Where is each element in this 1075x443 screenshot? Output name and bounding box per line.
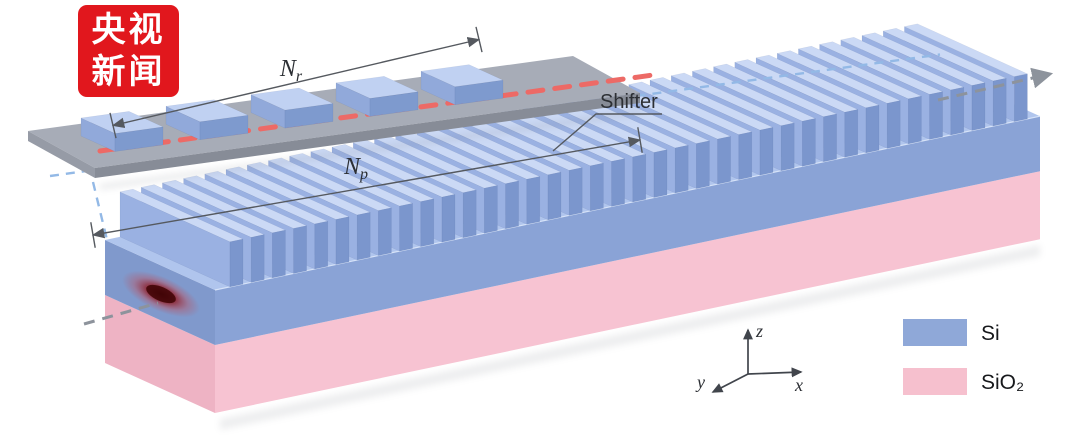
grating-tooth-front (250, 234, 265, 283)
grating-tooth-front (886, 100, 901, 149)
nr-tick-left (109, 112, 117, 139)
coordinate-axes: z x y (695, 321, 803, 395)
shifter-label: Shifter (600, 91, 658, 113)
grating-tooth-front (1014, 73, 1028, 122)
grating-tooth-front (272, 229, 286, 279)
grating-tooth-front (802, 118, 816, 167)
grating-tooth-front (335, 216, 350, 265)
grating-tooth-front (526, 176, 541, 225)
axis-y-label: y (695, 372, 705, 392)
axis-z-label: z (755, 321, 763, 341)
nr-label-base: N (279, 56, 298, 82)
grating-tooth-front (293, 225, 307, 274)
shifter-leader-line (552, 113, 662, 152)
nr-label: Nr (279, 56, 303, 85)
grating-tooth-front (717, 136, 731, 185)
axis-x-arrow (747, 367, 803, 378)
grating-tooth-front (632, 153, 647, 203)
grating-tooth-front (420, 198, 435, 247)
grating-tooth-front (462, 189, 477, 239)
shifter-callout: Shifter (552, 91, 662, 152)
grating-tooth-front (611, 158, 625, 207)
legend: Si SiO₂ (903, 319, 1024, 395)
legend-swatch-sio2 (903, 368, 967, 395)
legend-label-si: Si (981, 322, 1000, 345)
legend-label-sio2: SiO₂ (981, 371, 1024, 394)
axis-x-label: x (794, 375, 803, 395)
grating-tooth-front (929, 91, 943, 140)
grating-tooth-front (590, 162, 604, 212)
grating-tooth-front (908, 95, 922, 145)
grating-tooth-front (653, 149, 668, 198)
grating-tooth-front (441, 194, 456, 243)
grating-tooth-front (738, 131, 753, 180)
grating-tooth-front (971, 82, 986, 131)
output-beam-arrow (937, 67, 1054, 102)
legend-swatch-si (903, 319, 967, 346)
np-tick-right (637, 127, 643, 153)
cctv-news-badge: 央视 新闻 (78, 5, 179, 97)
grating-tooth-front (950, 86, 965, 136)
grating-tooth-front (823, 113, 837, 163)
nr-label-sub: r (296, 68, 303, 85)
np-label-base: N (343, 154, 362, 180)
grating-tooth-front (314, 220, 329, 270)
grating-tooth-front (844, 109, 859, 158)
grating-tooth-front (484, 185, 498, 234)
np-label: Np (343, 154, 368, 183)
dimension-nr: Nr (109, 26, 483, 139)
grating-tooth-front (356, 211, 371, 261)
grating-tooth-front (696, 140, 710, 189)
grating-tooth-front (547, 171, 562, 221)
grating-tooth-front (378, 207, 392, 256)
badge-line2: 新闻 (91, 52, 166, 92)
plate-end-face (28, 131, 95, 178)
mode-glow-core (146, 284, 176, 304)
substrate-end-face (105, 295, 215, 413)
grating-tooth-front (505, 180, 519, 230)
grating-tooth-front (568, 167, 583, 216)
axis-y-arrow (711, 373, 749, 393)
np-label-sub: p (359, 166, 368, 183)
substrate-front-face (215, 171, 1040, 413)
np-tick-left (90, 222, 96, 248)
badge-line1: 央视 (91, 10, 166, 50)
grating-tooth-front (865, 104, 880, 154)
nr-dimension-line (111, 36, 481, 129)
grating-tooth-front (780, 122, 795, 172)
structure-shadow (220, 245, 1040, 430)
nr-tick-right (475, 26, 483, 53)
grating-tooth-front (759, 127, 774, 176)
dimension-np: Np (90, 127, 643, 248)
grating-tooth-front (229, 238, 244, 288)
np-dimension-line (91, 136, 642, 239)
grating-tooth-front (674, 144, 689, 194)
input-beam-dashed-line (83, 301, 159, 326)
grating-tooth-front (399, 203, 413, 252)
grating-tooth-front (992, 77, 1007, 127)
